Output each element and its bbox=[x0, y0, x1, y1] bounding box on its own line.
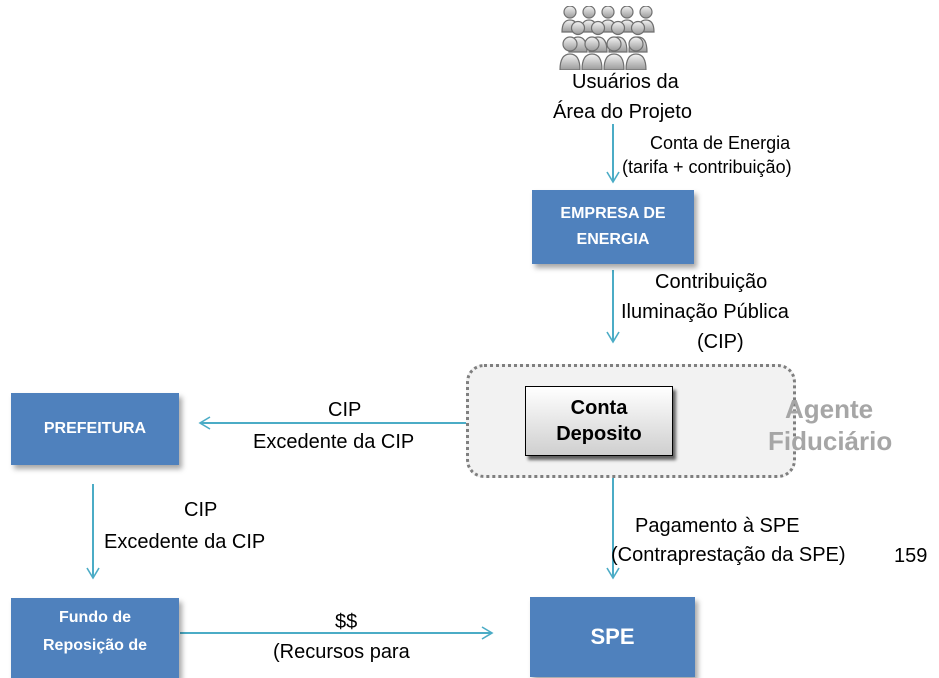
flow-payment-line2: (Contraprestação da SPE) bbox=[611, 544, 846, 566]
deposit-account-box: Conta Deposito bbox=[525, 386, 673, 456]
flow-energy-bill-line2: (tarifa + contribuição) bbox=[622, 157, 792, 177]
energy-company-box: EMPRESA DE ENERGIA bbox=[532, 190, 694, 264]
city-hall-box: PREFEITURA bbox=[11, 393, 179, 465]
spe-label: SPE bbox=[590, 624, 635, 649]
flow-cip-line3: (CIP) bbox=[697, 331, 744, 353]
flow-funds-line1: $$ bbox=[335, 611, 358, 633]
deposit-account-label-line1: Conta bbox=[570, 397, 628, 419]
users-label-line2: Área do Projeto bbox=[553, 101, 692, 123]
fiduciary-agent-label-line2: Fiduciário bbox=[768, 426, 893, 456]
flow-energy-bill-line1: Conta de Energia bbox=[650, 133, 791, 153]
replacement-fund-box: Fundo de Reposição de bbox=[11, 598, 179, 678]
deposit-account-label-line2: Deposito bbox=[556, 423, 642, 445]
energy-company-label-line1: EMPRESA DE bbox=[560, 205, 666, 222]
fiduciary-agent-label-line1: Agente bbox=[785, 394, 874, 424]
flow-cip-surplus-top-line1: CIP bbox=[328, 399, 362, 421]
page-number: 159 bbox=[894, 545, 928, 567]
flow-cip-line1: Contribuição bbox=[655, 271, 768, 293]
users-label-line1: Usuários da bbox=[572, 71, 679, 93]
spe-box: SPE bbox=[530, 597, 695, 677]
fiduciary-agent-container bbox=[466, 364, 796, 478]
flow-funds-line2: (Recursos para bbox=[273, 641, 410, 663]
flow-payment-line1: Pagamento à SPE bbox=[635, 515, 800, 537]
city-hall-label: PREFEITURA bbox=[43, 420, 147, 437]
users-group-icon bbox=[559, 6, 655, 70]
flow-cip-line2: Iluminação Pública bbox=[621, 301, 789, 323]
replacement-fund-label-line2: Reposição de bbox=[42, 637, 148, 654]
flow-cip-surplus-left-line2: Excedente da CIP bbox=[104, 531, 266, 553]
replacement-fund-label-line1: Fundo de bbox=[59, 609, 131, 626]
flow-cip-surplus-top-line2: Excedente da CIP bbox=[253, 431, 415, 453]
flow-cip-surplus-left-line1: CIP bbox=[184, 499, 218, 521]
energy-company-label-line2: ENERGIA bbox=[576, 231, 650, 248]
